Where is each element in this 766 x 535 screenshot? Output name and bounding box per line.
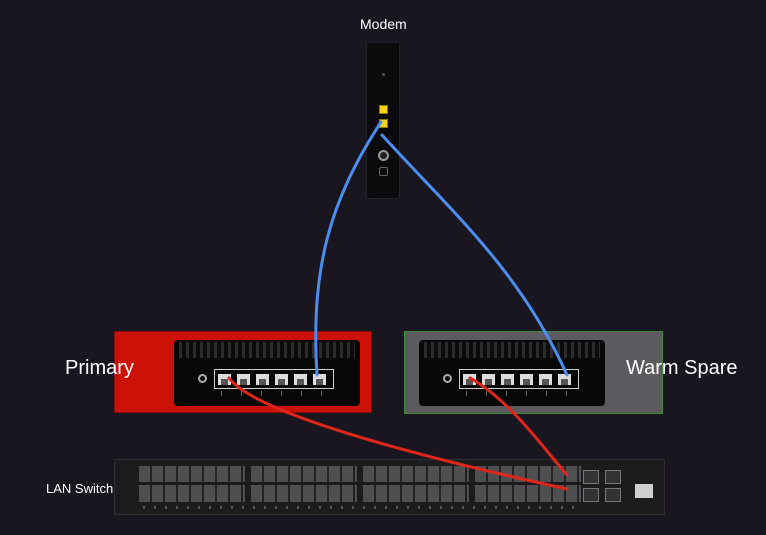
lan-port <box>463 374 476 385</box>
lan-port <box>275 374 288 385</box>
modem-led <box>382 73 385 76</box>
port-number-marks <box>459 391 579 396</box>
switch-port-bank <box>251 466 357 502</box>
lan-switch-label: LAN Switch <box>46 481 114 496</box>
lan-port <box>237 374 250 385</box>
sfp-port <box>605 488 621 502</box>
wan-cable-warm-spare <box>380 133 569 377</box>
lan-port <box>539 374 552 385</box>
modem-coax-port <box>378 150 389 161</box>
lan-port-bracket <box>214 369 334 389</box>
modem-ethernet-port-1 <box>379 105 388 114</box>
lan-port <box>256 374 269 385</box>
modem-icon <box>367 43 399 198</box>
lan-port <box>501 374 514 385</box>
port-status-leds <box>143 506 583 509</box>
lan-cable-warm-spare <box>468 376 569 477</box>
lan-port <box>520 374 533 385</box>
sfp-port <box>605 470 621 484</box>
sfp-port <box>583 488 599 502</box>
lan-port <box>482 374 495 385</box>
switch-port-bank <box>363 466 469 502</box>
sfp-port <box>583 470 599 484</box>
heatsink-fins <box>179 342 355 358</box>
warm-spare-label: Warm Spare <box>626 357 738 379</box>
power-jack <box>198 374 207 383</box>
lan-cable-primary <box>227 376 569 491</box>
management-port <box>635 484 653 498</box>
lan-port <box>218 374 231 385</box>
lan-switch-icon <box>114 459 665 515</box>
lan-port <box>294 374 307 385</box>
wan-cable-primary <box>314 120 383 377</box>
modem-power-port <box>379 167 388 176</box>
primary-label: Primary <box>65 357 134 379</box>
lan-port-bracket <box>459 369 579 389</box>
switch-port-bank <box>139 466 245 502</box>
port-number-marks <box>214 391 334 396</box>
modem-label: Modem <box>360 16 407 32</box>
primary-firewall-icon <box>174 340 360 406</box>
wan-port <box>558 374 571 385</box>
wan-port <box>313 374 326 385</box>
power-jack <box>443 374 452 383</box>
